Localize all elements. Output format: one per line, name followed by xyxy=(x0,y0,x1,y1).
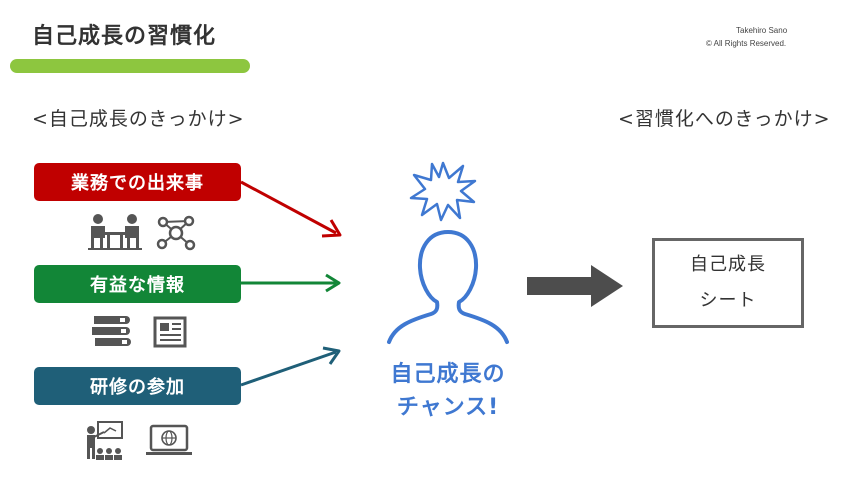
growth-sheet-box: 自己成長 シート xyxy=(652,238,804,328)
arrow-green xyxy=(241,273,341,293)
right-arrow-icon xyxy=(527,265,623,307)
section-heading-triggers: <自己成長のきっかけ> xyxy=(32,108,245,130)
online-learning-icon xyxy=(146,424,192,455)
arrow-blue xyxy=(240,346,341,387)
trigger-work-events: 業務での出来事 xyxy=(34,163,241,201)
person-icon xyxy=(387,230,509,344)
title-underline xyxy=(10,59,250,73)
author-name: Takehiro Sano xyxy=(736,26,788,35)
chance-line-1: 自己成長の xyxy=(390,362,506,387)
newspaper-icon xyxy=(153,316,187,348)
network-icon xyxy=(156,215,196,251)
meeting-icon xyxy=(88,214,142,250)
credit: Takehiro Sano © All Rights Reserved. xyxy=(706,24,787,50)
spark-icon xyxy=(409,161,477,222)
copyright: © All Rights Reserved. xyxy=(706,39,787,48)
chance-label: 自己成長の チャンス! xyxy=(378,358,518,424)
trigger-training: 研修の参加 xyxy=(34,367,241,405)
books-icon xyxy=(92,316,131,346)
page-title: 自己成長の習慣化 xyxy=(32,24,217,49)
chance-line-2: チャンス! xyxy=(396,395,500,420)
arrow-red xyxy=(240,180,342,238)
sheet-line-1: 自己成長 xyxy=(690,254,766,275)
sheet-line-2: シート xyxy=(699,290,757,311)
section-heading-habit: <習慣化へのきっかけ> xyxy=(618,108,831,130)
trigger-useful-info: 有益な情報 xyxy=(34,265,241,303)
lecture-icon xyxy=(87,421,123,460)
